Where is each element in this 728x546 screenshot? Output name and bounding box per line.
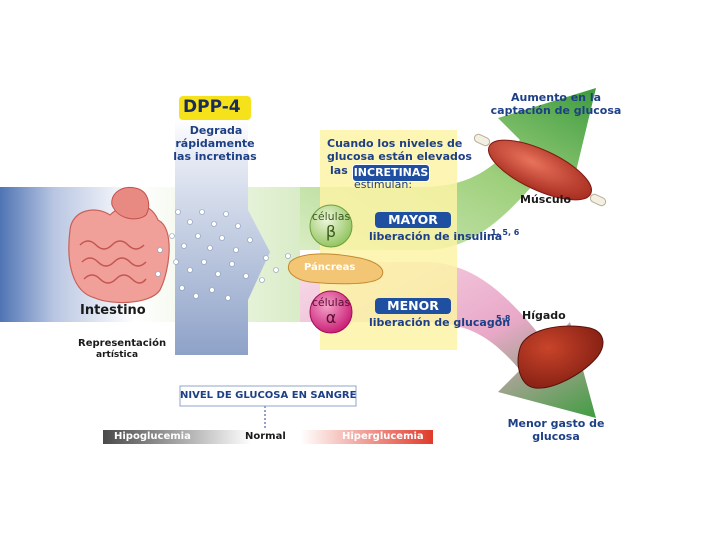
scale-hypoglycemia: Hipoglucemia (114, 431, 191, 442)
intestine-label: Intestino (80, 303, 146, 318)
muscle-organ (473, 133, 607, 207)
pancreas-label: Páncreas (304, 262, 356, 273)
liver-label: Hígado (522, 309, 566, 322)
info-box-line2: glucosa están elevados (327, 150, 472, 163)
muscle-label: Músculo (520, 193, 572, 206)
alpha-glucagon-text: liberación de glucagón (369, 316, 511, 329)
pancreas-organ (288, 253, 384, 285)
beta-more-pill: MAYOR (375, 212, 451, 228)
glucose-scale-title-box (179, 385, 357, 407)
alpha-refs: 5-8 (496, 314, 511, 323)
scale-hyperglycemia: Hiperglucemia (342, 431, 424, 442)
dpp4-desc-line1: Degrada (189, 124, 243, 137)
glucose-scale-bar (103, 430, 433, 444)
liver-outcome-line1: Menor gasto de (507, 417, 605, 430)
info-box-line1: Cuando los niveles de (327, 137, 463, 150)
dpp4-label: DPP-4 (183, 97, 241, 117)
alpha-cell-word: células (311, 296, 351, 309)
alpha-less-pill: MENOR (375, 298, 451, 314)
incretin-dots (155, 209, 291, 301)
dpp4-desc-line2: rápidamente (175, 137, 255, 150)
beta-symbol: β (325, 222, 337, 241)
alpha-symbol: α (325, 308, 337, 327)
info-box-line4: estimulan: (354, 178, 413, 191)
representation-line1: Representación (78, 338, 167, 349)
representation-line2: artística (96, 350, 139, 360)
glucose-scale-title: NIVEL DE GLUCOSA EN SANGRE (180, 390, 357, 401)
intestine-illustration (68, 186, 170, 304)
dpp4-desc-line3: las incretinas (173, 150, 257, 163)
beta-cell-word: células (311, 210, 351, 223)
beta-cell-circle (309, 204, 353, 248)
scale-normal: Normal (245, 431, 286, 442)
dpp4-label-bg (179, 96, 251, 120)
incretins-badge: INCRETINAS (352, 164, 430, 182)
muscle-outcome-line2: captación de glucosa (490, 104, 622, 117)
beta-refs: 1, 5, 6 (491, 228, 520, 237)
info-box-las: las (330, 164, 348, 177)
alpha-cell-circle (309, 290, 353, 334)
liver-outcome-line2: glucosa (532, 430, 580, 443)
beta-insulin-text: liberación de insulina (369, 230, 503, 243)
muscle-outcome-line1: Aumento en la (510, 91, 602, 104)
liver-organ (517, 325, 604, 389)
